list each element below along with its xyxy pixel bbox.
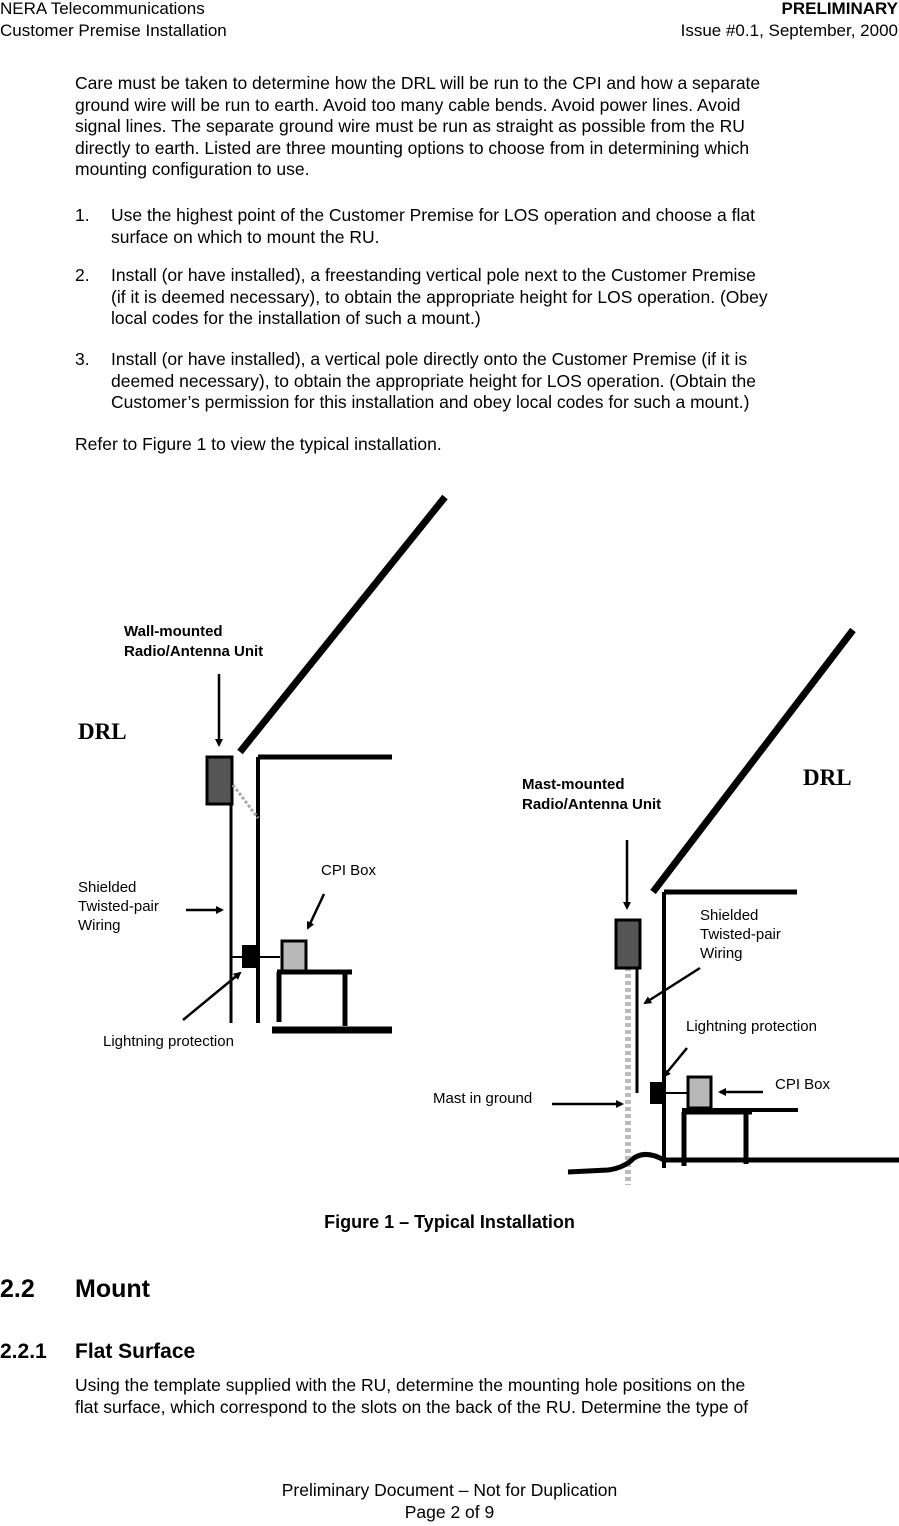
figure-caption: Figure 1 – Typical Installation <box>324 1212 575 1232</box>
header-status: PRELIMINARY <box>781 0 899 18</box>
right-lightning-protector <box>650 1082 662 1104</box>
right-radio-unit <box>614 918 642 970</box>
option-line: Use the highest point of the Customer Pr… <box>111 205 755 225</box>
left-lightning-label: Lightning protection <box>103 1033 234 1050</box>
left-cpi-arrow <box>306 893 326 930</box>
right-wiring-arrow <box>643 966 701 1005</box>
right-wiring-line: Wiring <box>700 945 743 962</box>
ground-line <box>567 1152 899 1175</box>
right-unit-label-line: Radio/Antenna Unit <box>522 796 662 813</box>
left-unit-label: Wall-mounted Radio/Antenna Unit <box>124 622 263 662</box>
option-number: 2. <box>75 265 90 285</box>
intro-line: mounting configuration to use. <box>75 159 310 179</box>
right-lightning-label: Lightning protection <box>686 1018 817 1035</box>
intro-line: Care must be taken to determine how the … <box>75 73 761 93</box>
left-lightning-arrow <box>182 971 242 1021</box>
intro-line: signal lines. The separate ground wire m… <box>75 116 745 136</box>
right-wiring-label: Shielded Twisted-pair Wiring <box>700 906 781 963</box>
right-roof-line <box>650 627 856 895</box>
intro-line: directly to earth. Listed are three moun… <box>75 137 750 158</box>
option-line: Install (or have installed), a freestand… <box>111 265 756 285</box>
section-2-2-1-number: 2.2.1 <box>0 1340 47 1363</box>
left-drl-label: DRL <box>78 719 127 744</box>
header-company: NERA Telecommunications <box>0 0 205 18</box>
footer-page-number: Page 2 of 9 <box>404 1502 495 1522</box>
paragraph-line: Using the template supplied with the RU,… <box>75 1375 746 1395</box>
paragraph-line: flat surface, which correspond to the sl… <box>75 1396 749 1417</box>
left-unit-label-line: Radio/Antenna Unit <box>124 643 264 660</box>
header-issue: Issue #0.1, September, 2000 <box>680 21 898 40</box>
option-line: (if it is deemed necessary), to obtain t… <box>111 286 768 307</box>
left-ground-wire <box>231 784 260 819</box>
left-cpi-box <box>280 939 308 973</box>
option-number: 1. <box>75 205 90 225</box>
left-wiring-line: Twisted-pair <box>78 898 159 915</box>
right-wiring-line: Shielded <box>700 907 759 924</box>
right-table <box>681 1109 752 1166</box>
option-line: deemed necessary), to obtain the appropr… <box>111 370 756 391</box>
intro-paragraph: Care must be taken to determine how the … <box>75 73 895 181</box>
left-wiring-label: Shielded Twisted-pair Wiring <box>78 878 159 935</box>
option-line: Install (or have installed), a vertical … <box>111 349 748 369</box>
option-line: surface on which to mount the RU. <box>111 226 380 247</box>
left-roof-line <box>237 494 448 755</box>
flat-surface-paragraph: Using the template supplied with the RU,… <box>75 1375 895 1418</box>
left-radio-unit <box>205 755 234 806</box>
right-lightning-arrow <box>662 1047 688 1078</box>
left-unit-label-line: Wall-mounted <box>124 623 223 640</box>
section-2-2-1-title: Flat Surface <box>75 1340 196 1363</box>
footer-notice: Preliminary Document – Not for Duplicati… <box>281 1480 618 1500</box>
section-2-2-number: 2.2 <box>0 1275 35 1303</box>
section-2-2-title: Mount <box>75 1275 150 1303</box>
right-drl-label: DRL <box>803 765 852 790</box>
left-house <box>229 494 448 1034</box>
left-wiring-line: Wiring <box>78 917 121 934</box>
right-cpi-box <box>686 1075 713 1110</box>
option-line: local codes for the installation of such… <box>111 308 481 328</box>
mast-label: Mast in ground <box>433 1090 533 1107</box>
refer-text: Refer to Figure 1 to view the typical in… <box>75 434 442 454</box>
option-line: Customer’s permission for this installat… <box>111 392 750 412</box>
left-table <box>276 969 352 1026</box>
left-cpi-label: CPI Box <box>321 862 377 879</box>
right-cpi-label: CPI Box <box>775 1076 831 1093</box>
right-unit-label-line: Mast-mounted <box>522 776 625 793</box>
left-wiring-line: Shielded <box>78 879 137 896</box>
header-section: Customer Premise Installation <box>0 21 227 40</box>
footer: Preliminary Document – Not for Duplicati… <box>0 1479 899 1523</box>
option-number: 3. <box>75 349 90 369</box>
left-lightning-protector <box>242 945 256 968</box>
right-wiring-line: Twisted-pair <box>700 926 781 943</box>
intro-line: ground wire will be run to earth. Avoid … <box>75 94 741 115</box>
right-unit-label: Mast-mounted Radio/Antenna Unit <box>522 775 661 815</box>
